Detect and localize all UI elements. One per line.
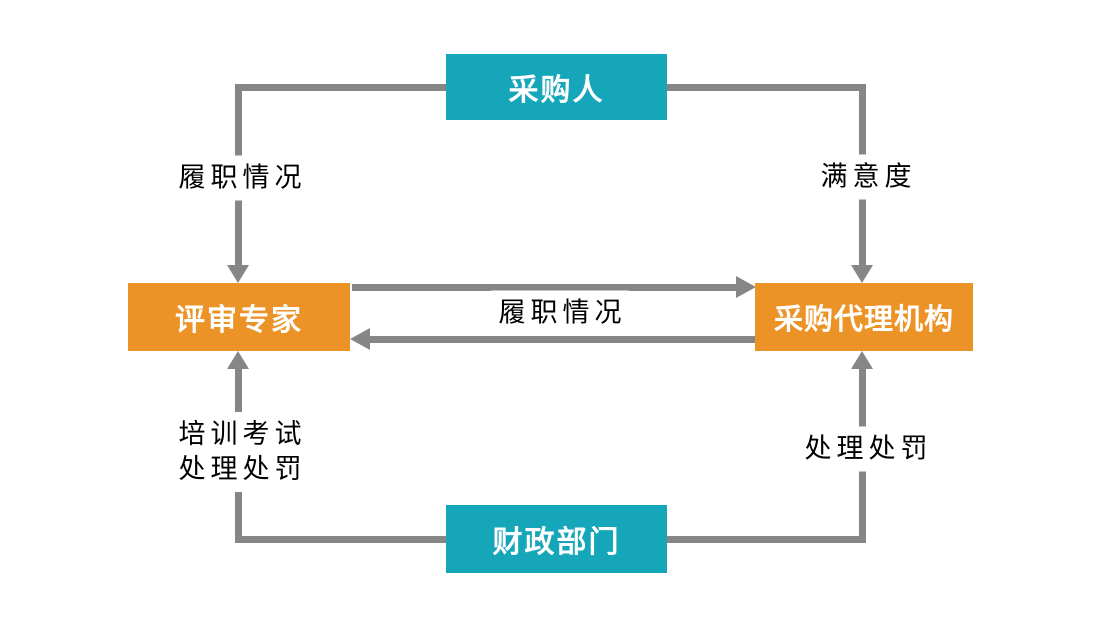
edge-label-training-penalty: 培训考试 处理处罚 (171, 412, 309, 492)
edge-purchaser-agency-horizontal-line (667, 84, 866, 91)
edge-label-performance-left: 履职情况 (171, 155, 309, 201)
edge-agency-to-expert-line (370, 336, 755, 343)
node-finance-department: 财政部门 (446, 505, 667, 573)
edge-label-penalty: 处理处罚 (797, 426, 935, 472)
node-review-expert: 评审专家 (128, 283, 350, 351)
edge-purchaser-expert-horizontal-line (235, 84, 446, 91)
arrowhead-down-icon (851, 265, 873, 283)
arrowhead-up-icon (851, 351, 873, 369)
edge-label-line-2: 处理处罚 (178, 454, 307, 485)
edge-label-satisfaction: 满意度 (813, 154, 919, 200)
edge-label-performance-center: 履职情况 (491, 290, 629, 336)
node-purchaser: 采购人 (446, 54, 667, 120)
edge-expert-to-agency-line (352, 284, 736, 291)
node-procurement-agency: 采购代理机构 (755, 283, 973, 351)
arrowhead-right-icon (736, 276, 756, 298)
edge-finance-agency-horizontal-line (667, 536, 866, 543)
edge-label-line-1: 培训考试 (178, 419, 307, 450)
arrowhead-left-icon (350, 328, 370, 350)
edge-finance-expert-horizontal-line (235, 536, 446, 543)
arrowhead-up-icon (227, 351, 249, 369)
arrowhead-down-icon (227, 265, 249, 283)
